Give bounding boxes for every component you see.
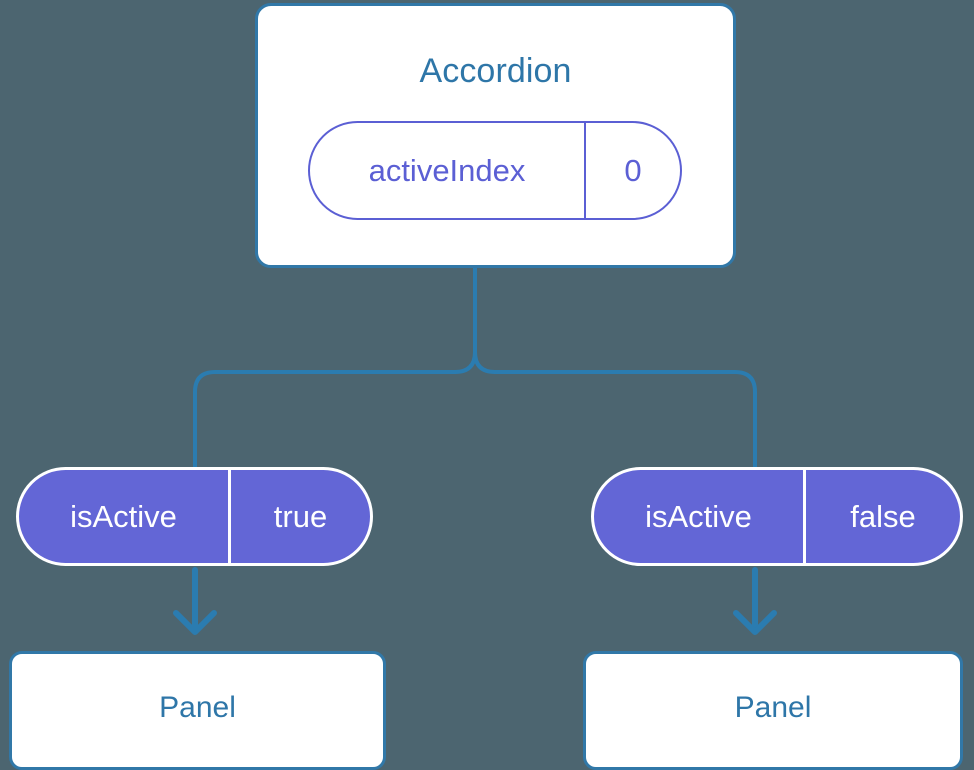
- state-pill-value: 0: [624, 153, 642, 188]
- state-pill-active-index[interactable]: activeIndex 0: [308, 121, 682, 220]
- state-pill-key: activeIndex: [310, 123, 586, 218]
- prop-pill-key: isActive: [19, 470, 231, 563]
- prop-pill-value: true: [273, 499, 328, 534]
- component-title-accordion: Accordion: [419, 52, 572, 90]
- prop-pill-key: isActive: [594, 470, 806, 563]
- component-title-panel-right: Panel: [734, 690, 812, 724]
- component-title-panel-left: Panel: [159, 690, 236, 724]
- connector-tree-path: [193, 266, 477, 472]
- prop-pill-is-active-false[interactable]: isActive false: [591, 467, 963, 566]
- prop-pill-is-active-true[interactable]: isActive true: [16, 467, 373, 566]
- prop-pill-value: false: [850, 499, 916, 534]
- connector-tree-path-right: [473, 266, 757, 472]
- component-card-panel-right[interactable]: Panel: [583, 651, 963, 770]
- component-card-panel-left[interactable]: Panel: [9, 651, 386, 770]
- arrow-down-left-icon: [173, 567, 217, 635]
- arrow-down-right-icon: [733, 567, 777, 635]
